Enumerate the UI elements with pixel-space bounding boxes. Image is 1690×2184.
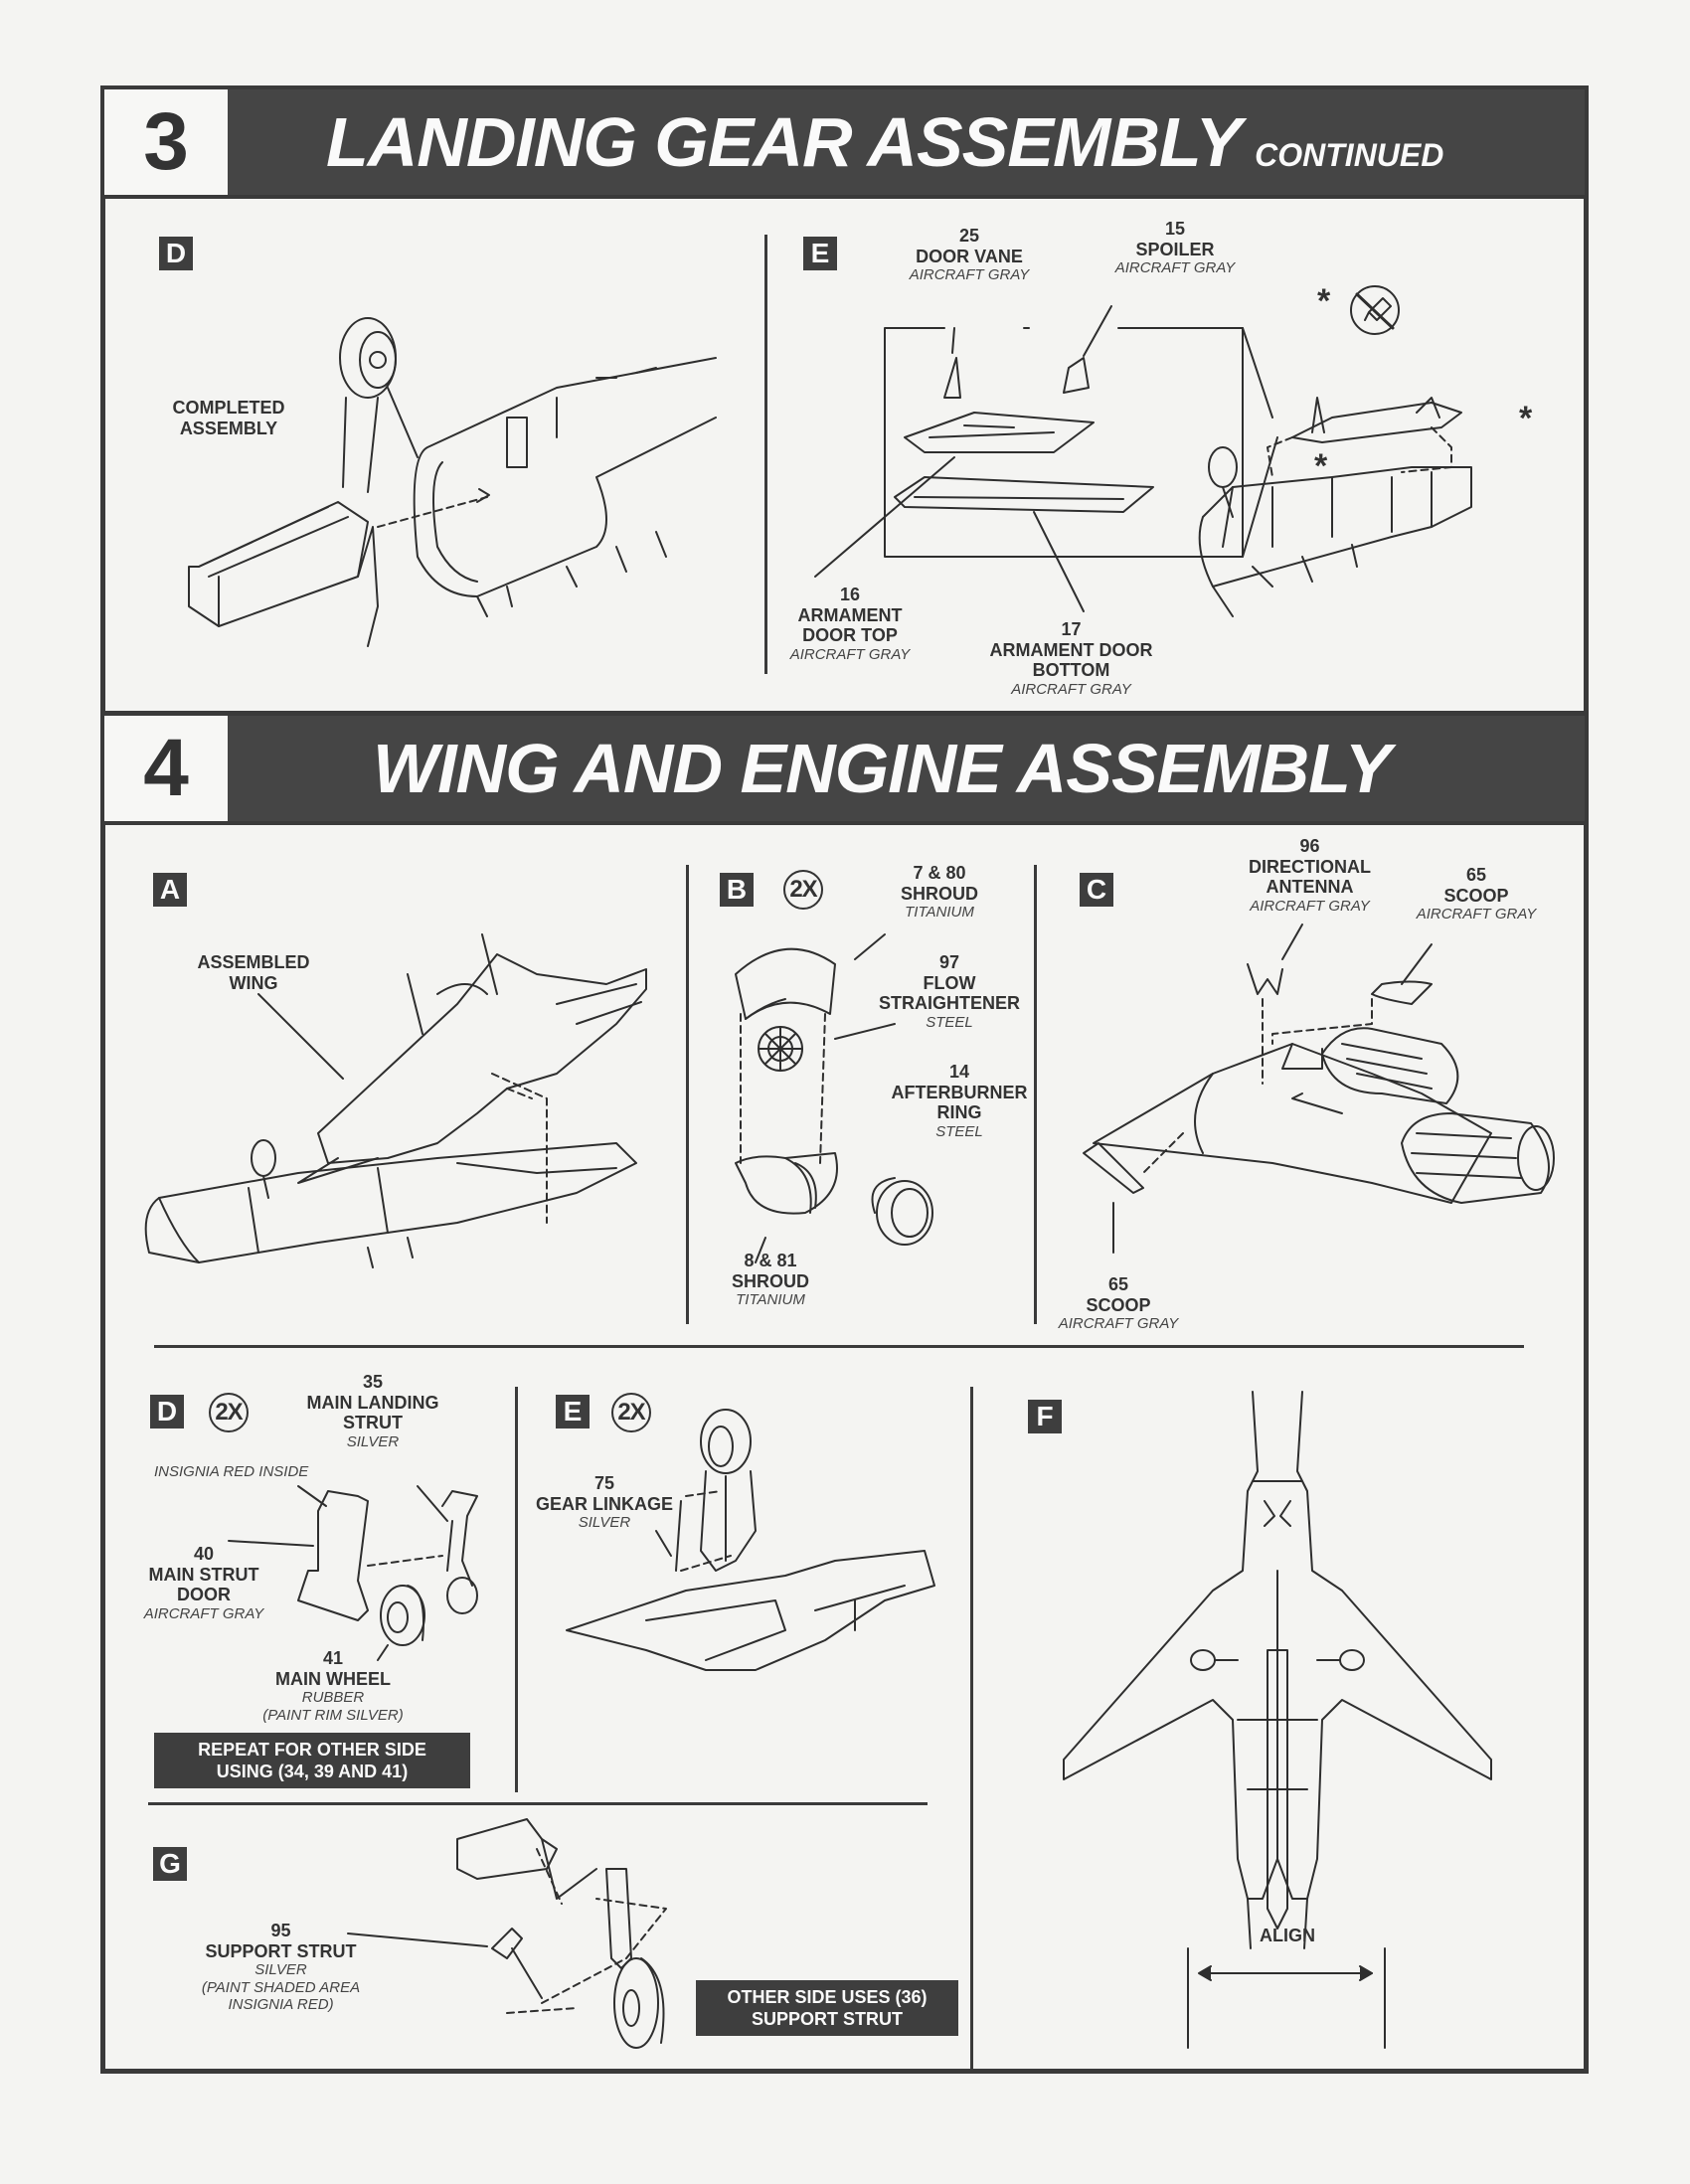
section-4-header [100, 712, 1589, 825]
part-65-scoop-top-label: 65 SCOOP AIRCRAFT GRAY [1416, 865, 1537, 924]
repeat-other-side-note: REPEAT FOR OTHER SIDE USING (34, 39 AND … [154, 1733, 470, 1788]
step-4a-badge: A [153, 873, 187, 907]
door-vane-part [943, 357, 961, 399]
scoop-bottom-part [1083, 1142, 1144, 1194]
part-95-support-strut-label: 95 SUPPORT STRUT SILVER (PAINT SHADED AR… [201, 1921, 361, 2013]
align-label: ALIGN [1260, 1926, 1315, 1945]
step-4e-badge: E [556, 1395, 590, 1428]
engine-nozzle-lower [1401, 1112, 1550, 1204]
step-4d-badge: D [150, 1395, 184, 1428]
section-3-header [100, 85, 1589, 199]
step-ab-divider [686, 865, 689, 1324]
scoop-top-part [1371, 980, 1433, 1005]
engine-nozzle-upper [1321, 1027, 1459, 1104]
step-3e-illustration [814, 305, 1472, 617]
step-4a-illustration [144, 933, 647, 1268]
section-3-title-text: LANDING GEAR ASSEMBLY [326, 103, 1242, 181]
step-3d-badge: D [159, 237, 193, 270]
no-glue-asterisk-right: * [1519, 400, 1533, 437]
part-8-81-shroud-label: 8 & 81 SHROUD TITANIUM [731, 1251, 809, 1309]
part-41-main-wheel-label: 41 MAIN WHEEL RUBBER (PAINT RIM SILVER) [262, 1648, 404, 1724]
assembly-drawing [1198, 466, 1472, 588]
no-glue-asterisk: * [1317, 282, 1331, 320]
step-4d-illustration [228, 1485, 478, 1661]
step-3d-illustration [188, 317, 717, 647]
step-4e-illustration [566, 1409, 935, 1671]
main-wheel-part [380, 1585, 425, 1646]
multiplier-2x-badge: 2X [209, 1393, 249, 1432]
wing-drawing [317, 953, 647, 1164]
part-65-scoop-bottom-label: 65 SCOOP AIRCRAFT GRAY [1058, 1274, 1179, 1333]
step-4b-badge: B [720, 873, 754, 907]
step-4c-illustration [1083, 924, 1555, 1254]
part-7-80-shroud-label: 7 & 80 SHROUD TITANIUM [900, 863, 978, 922]
section-3-number: 3 [104, 89, 228, 195]
gear-linkage-part [675, 1500, 682, 1572]
fuselage-drawing [413, 357, 717, 597]
step-4f-badge: F [1028, 1400, 1062, 1433]
no-glue-asterisk-left: * [1314, 447, 1328, 485]
part-75-gear-linkage-label: 75 GEAR LINKAGE SILVER [535, 1473, 673, 1532]
no-glue-icon [1350, 285, 1400, 335]
main-strut-door-part [297, 1490, 369, 1621]
armament-door-top-part [904, 412, 1095, 453]
part-25-door-vane-label: 25 DOOR VANE AIRCRAFT GRAY [909, 226, 1030, 284]
main-landing-strut-part [441, 1490, 478, 1587]
directional-antenna-part [1247, 963, 1283, 995]
insignia-red-inside-note: INSIGNIA RED INSIDE [154, 1463, 309, 1480]
step-3e-badge: E [803, 237, 837, 270]
step-bc-divider [1034, 865, 1037, 1324]
upper-shroud-part [735, 947, 836, 1020]
section-4-mid-divider [154, 1345, 1524, 1348]
main-gear-leg-drawing [605, 1868, 632, 1969]
parts-callout-box [884, 327, 1244, 558]
nose-wheel-drawing [339, 317, 397, 399]
support-strut-part [491, 1928, 543, 1999]
step-4f-illustration [1063, 1391, 1492, 2049]
step-de-divider [515, 1387, 518, 1792]
armament-door-bottom-part [894, 476, 1154, 513]
section-4-number: 4 [104, 716, 228, 821]
step-4c-badge: C [1080, 873, 1113, 907]
spoiler-part [1063, 357, 1090, 394]
fuselage-drawing [144, 1142, 637, 1263]
other-side-uses-note: OTHER SIDE USES (36) SUPPORT STRUT [696, 1980, 958, 2036]
section-3-title-suffix: CONTINUED [1255, 137, 1444, 173]
step-ef-divider [970, 1387, 973, 2073]
completed-assembly-label: COMPLETED ASSEMBLY [172, 398, 285, 438]
wing-root-drawing [566, 1550, 935, 1671]
gear-leg-drawing [700, 1470, 757, 1572]
main-gear-wheel-drawing [613, 1957, 659, 2049]
lower-shroud-part [735, 1152, 838, 1215]
section-4-title: WING AND ENGINE ASSEMBLY [373, 730, 1391, 807]
multiplier-2x-badge: 2X [783, 870, 823, 910]
afterburner-ring-part [876, 1180, 933, 1246]
step-4g-illustration [347, 1818, 667, 2049]
gear-door-drawing [456, 1818, 558, 1880]
gear-wheel-drawing [700, 1409, 752, 1474]
armament-door-on-aircraft [1291, 402, 1462, 443]
step-g-divider [148, 1802, 928, 1805]
step-4g-badge: G [153, 1847, 187, 1881]
part-17-armament-door-bottom-label: 17 ARMAMENT DOOR BOTTOM AIRCRAFT GRAY [989, 619, 1153, 699]
part-15-spoiler-label: 15 SPOILER AIRCRAFT GRAY [1114, 219, 1236, 277]
section-3-divider [764, 235, 767, 674]
multiplier-2x-badge: 2X [611, 1393, 651, 1432]
step-4b-illustration [735, 933, 933, 1263]
